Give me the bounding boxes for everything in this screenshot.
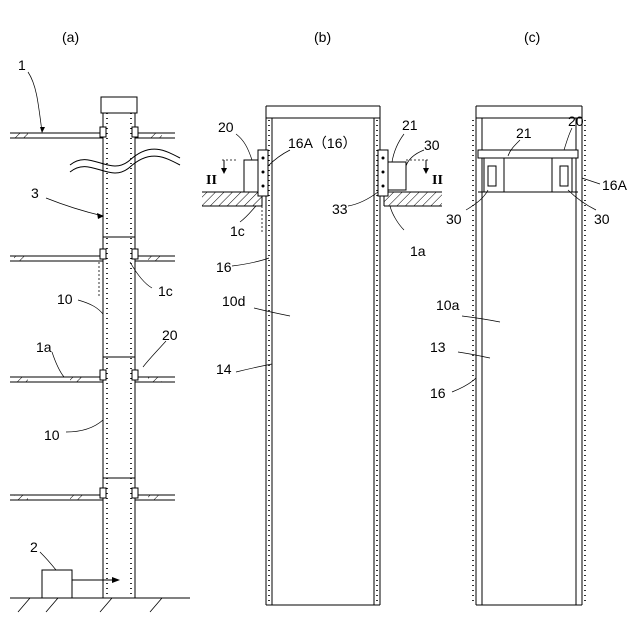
device-box	[42, 570, 72, 598]
label-b-mount: 21	[402, 117, 418, 133]
label-unit-upper: 10	[57, 291, 73, 307]
label-c-mount: 21	[516, 125, 532, 141]
label-c-panel: 13	[430, 339, 446, 355]
right-bracket	[378, 150, 406, 196]
label-b-plate: 16A（16）	[288, 135, 356, 151]
label-c-block-left: 30	[446, 211, 462, 227]
front-bracket-assembly	[478, 150, 578, 192]
label-bracket: 20	[162, 327, 178, 343]
label-building: 1	[18, 57, 26, 73]
panel-c-title: (c)	[524, 29, 540, 45]
label-b-bolt: 33	[332, 201, 348, 217]
label-b-floor: 1a	[410, 243, 426, 259]
label-c-plate: 16A	[602, 177, 628, 193]
label-c-flange: 16	[430, 385, 446, 401]
section-mark-left	[221, 160, 236, 174]
floor-2	[10, 249, 175, 298]
label-b-face: 10d	[222, 293, 245, 309]
column-unit-side	[266, 106, 380, 605]
right-floor	[384, 192, 442, 206]
panel-a-title: (a)	[62, 29, 79, 45]
section-mark-right	[406, 160, 429, 174]
break-line-2	[70, 156, 180, 173]
label-device: 2	[30, 539, 38, 555]
panel-c: (c)	[430, 29, 628, 605]
label-c-face: 10a	[436, 297, 460, 313]
floor-4	[10, 488, 175, 500]
label-b-bracket: 20	[218, 119, 234, 135]
label-b-section-left: II	[206, 173, 217, 188]
ground	[10, 598, 190, 612]
panel-a: (a)	[10, 29, 190, 612]
label-floor: 1a	[36, 339, 52, 355]
label-b-section-right: II	[432, 173, 443, 188]
panel-b-title: (b)	[314, 29, 331, 45]
label-c-bracket: 20	[568, 113, 584, 129]
label-b-flange: 16	[216, 259, 232, 275]
panel-b: (b)	[202, 29, 443, 605]
floor-3	[10, 370, 175, 382]
label-opening: 1c	[158, 283, 173, 299]
label-shaft: 3	[31, 185, 39, 201]
left-bracket	[244, 150, 268, 196]
label-b-opening: 1c	[230, 223, 245, 239]
label-b-panel: 14	[216, 361, 232, 377]
label-c-block-right: 30	[594, 211, 610, 227]
label-unit-lower: 10	[44, 427, 60, 443]
label-b-block: 30	[424, 137, 440, 153]
floor-1	[10, 127, 175, 138]
